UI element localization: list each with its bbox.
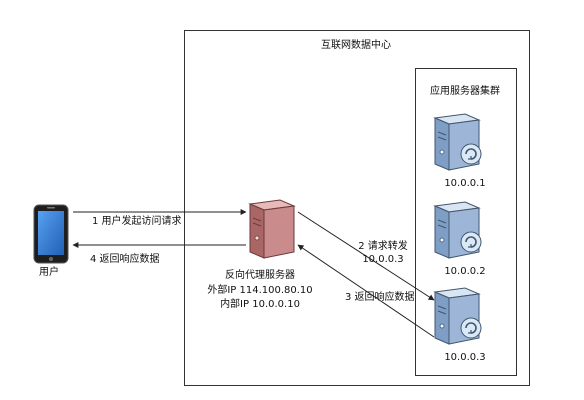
app-cluster-box — [415, 68, 517, 376]
app-server-1-icon — [423, 110, 493, 172]
step-3-label: 3 返回响应数据 — [345, 292, 415, 303]
datacenter-box — [184, 30, 530, 386]
proxy-title: 反向代理服务器 — [225, 270, 295, 281]
app-cluster-title: 应用服务器集群 — [430, 86, 500, 97]
step-2-label: 2 请求转发 — [358, 241, 408, 252]
proxy-external-ip: 外部IP 114.100.80.10 — [207, 285, 313, 296]
user-label: 用户 — [39, 267, 59, 278]
app-server-3-icon — [423, 284, 493, 346]
phone-icon — [33, 204, 71, 264]
datacenter-title: 互联网数据中心 — [321, 40, 391, 51]
app-server-2-icon — [423, 198, 493, 260]
step-2-target: 10.0.0.3 — [362, 254, 404, 265]
proxy-internal-ip: 内部IP 10.0.0.10 — [220, 299, 300, 310]
step-4-label: 4 返回响应数据 — [90, 254, 160, 265]
step-1-label: 1 用户发起访问请求 — [92, 216, 182, 227]
app-server-1-ip: 10.0.0.1 — [444, 178, 486, 189]
edge-app3-to-proxy — [297, 244, 435, 338]
app-server-2-ip: 10.0.0.2 — [444, 266, 486, 277]
edge-proxy-to-app3 — [297, 211, 435, 301]
proxy-server-icon — [240, 196, 296, 260]
app-server-3-ip: 10.0.0.3 — [444, 352, 486, 363]
